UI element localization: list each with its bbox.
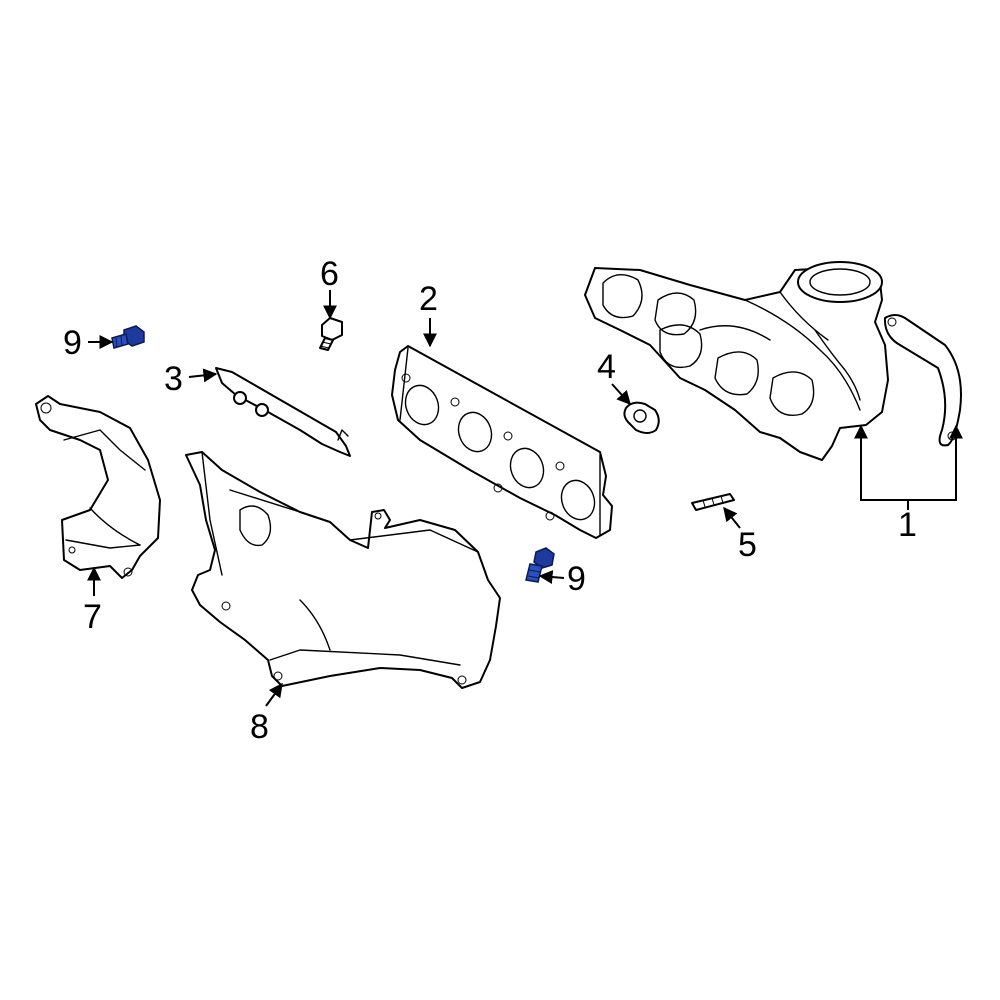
callout-3: 3 (164, 360, 183, 398)
stud[interactable] (691, 493, 735, 511)
callout-1: 1 (898, 506, 917, 544)
exhaust-manifold-bracket[interactable] (215, 367, 351, 457)
callout-9-left: 9 (63, 324, 82, 362)
bolt[interactable] (319, 317, 343, 351)
callout-6: 6 (320, 255, 339, 293)
exhaust-manifold[interactable] (584, 261, 962, 461)
callout-7: 7 (83, 598, 102, 636)
heat-shield-lower[interactable] (185, 451, 501, 689)
callout-8: 8 (250, 708, 269, 746)
callout-2: 2 (419, 280, 438, 318)
heat-shield-upper[interactable] (35, 395, 161, 579)
callout-9-right: 9 (567, 560, 586, 598)
callout-5: 5 (738, 526, 757, 564)
bolt-icon[interactable] (111, 325, 145, 349)
callout-4: 4 (597, 348, 616, 386)
exhaust-manifold-gasket[interactable] (391, 345, 613, 539)
bolt-icon[interactable] (525, 547, 555, 583)
small-gasket[interactable] (623, 401, 660, 434)
leader-lines (87, 290, 963, 707)
